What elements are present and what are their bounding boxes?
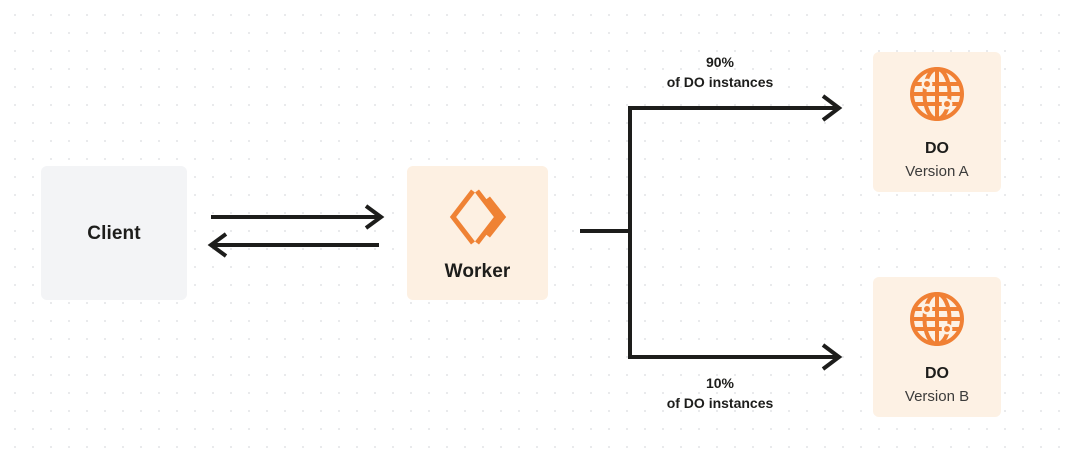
node-do-a-sublabel: Version A bbox=[905, 163, 969, 180]
edge-label-do-b-description: of DO instances bbox=[666, 395, 774, 412]
node-worker-label: Worker bbox=[444, 260, 511, 282]
node-do-b-label: DO bbox=[925, 365, 949, 382]
edge-label-do-b: 10% of DO instances bbox=[600, 373, 840, 414]
node-do-version-b: DO Version B bbox=[873, 277, 1001, 417]
edge-branch-to-do-a bbox=[628, 94, 843, 122]
edge-client-to-worker bbox=[211, 204, 385, 230]
workers-logo-icon bbox=[447, 186, 509, 248]
edge-worker-to-client bbox=[207, 232, 379, 258]
globe-icon bbox=[908, 65, 966, 123]
node-worker: Worker bbox=[407, 166, 548, 300]
node-client-label: Client bbox=[87, 222, 141, 244]
edge-worker-branch bbox=[580, 110, 632, 355]
globe-icon bbox=[908, 290, 966, 348]
node-do-a-label: DO bbox=[925, 140, 949, 157]
edge-label-do-b-percent: 10% bbox=[705, 375, 735, 391]
edge-label-do-a-description: of DO instances bbox=[666, 74, 774, 91]
edge-label-do-a-percent: 90% bbox=[705, 54, 735, 70]
node-do-version-a: DO Version A bbox=[873, 52, 1001, 192]
edge-branch-to-do-b bbox=[628, 343, 843, 371]
node-client: Client bbox=[41, 166, 187, 300]
edge-label-do-a: 90% of DO instances bbox=[600, 52, 840, 93]
node-do-b-sublabel: Version B bbox=[904, 388, 970, 405]
